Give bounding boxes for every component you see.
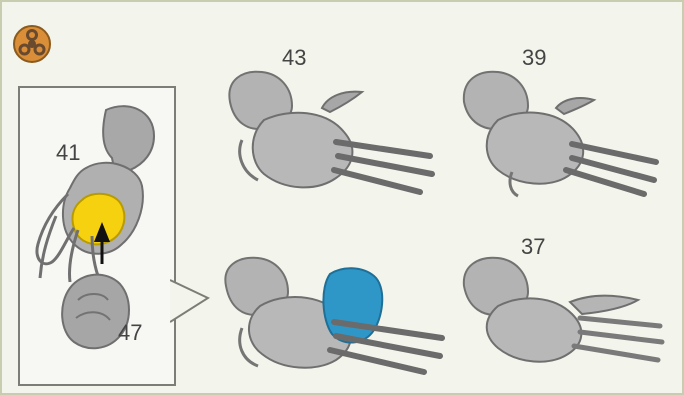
gauntlet-highlighted — [214, 248, 450, 376]
part-label-41: 41 — [56, 142, 80, 164]
highlight-patch — [323, 268, 382, 342]
gauntlet-37 — [454, 248, 668, 372]
callout-illustration — [20, 88, 174, 384]
badge — [12, 24, 52, 64]
biohazard-icon — [12, 24, 52, 64]
gauntlet-39 — [454, 62, 664, 202]
gauntlet-43 — [218, 62, 438, 202]
callout-pointer — [170, 268, 210, 338]
callout-box: 41 47 — [18, 86, 176, 386]
part-label-47: 47 — [118, 322, 142, 344]
